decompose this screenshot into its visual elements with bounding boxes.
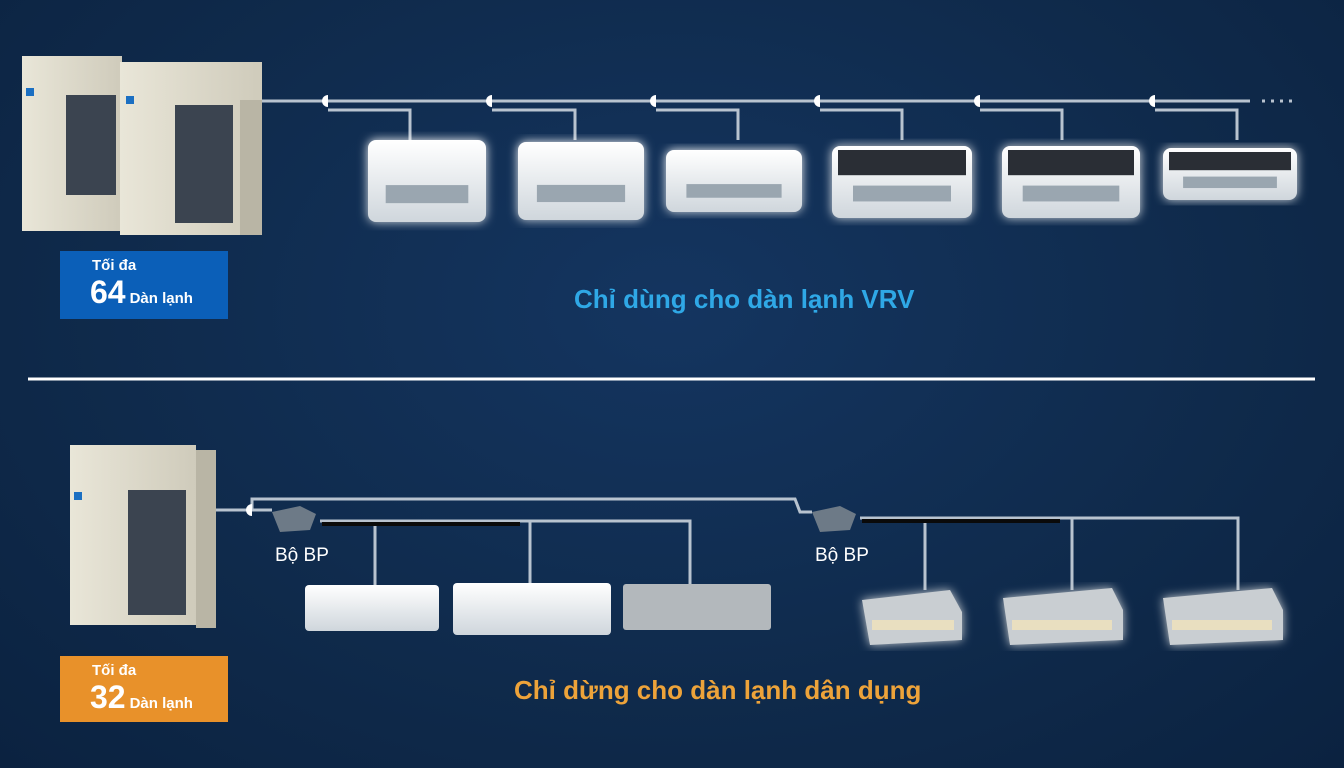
branch-joint (322, 95, 328, 107)
branch-joints-top (322, 95, 1239, 140)
indoor-unit-vrv (518, 142, 644, 220)
branch-pipe (980, 108, 1064, 140)
bp-box (812, 506, 856, 532)
branch-joint (1149, 95, 1155, 107)
refrigerant-pipe-bottom (216, 497, 1240, 590)
branch-joint (486, 95, 492, 107)
branch-joint (650, 95, 656, 107)
branch-pipe (820, 108, 904, 140)
indoor-unit-vrv (1163, 148, 1297, 200)
bp-label: Bộ BP (275, 545, 329, 566)
wall-mounted-units (305, 583, 771, 635)
indoor-unit-vrv (832, 146, 972, 218)
outdoor-unit-vrv-pair (22, 56, 262, 235)
ducted-units (862, 588, 1283, 645)
indoor-unit-vrv (1002, 146, 1140, 218)
indoor-unit-vrv (666, 150, 802, 212)
residential-caption: Chỉ dừng cho dàn lạnh dân dụng (514, 675, 922, 705)
vrv-caption: Chỉ dùng cho dàn lạnh VRV (574, 284, 915, 314)
indoor-units-vrv (368, 140, 1297, 222)
branch-pipe (492, 108, 577, 140)
branch-pipe (328, 108, 412, 140)
bp-box (272, 506, 316, 532)
indoor-unit-vrv (368, 140, 486, 222)
branch-pipe (656, 108, 740, 140)
branch-joint (974, 95, 980, 107)
outdoor-unit-residential (70, 445, 216, 628)
branch-pipe (1155, 108, 1239, 140)
bp-label: Bộ BP (815, 545, 869, 566)
branch-joint (814, 95, 820, 107)
